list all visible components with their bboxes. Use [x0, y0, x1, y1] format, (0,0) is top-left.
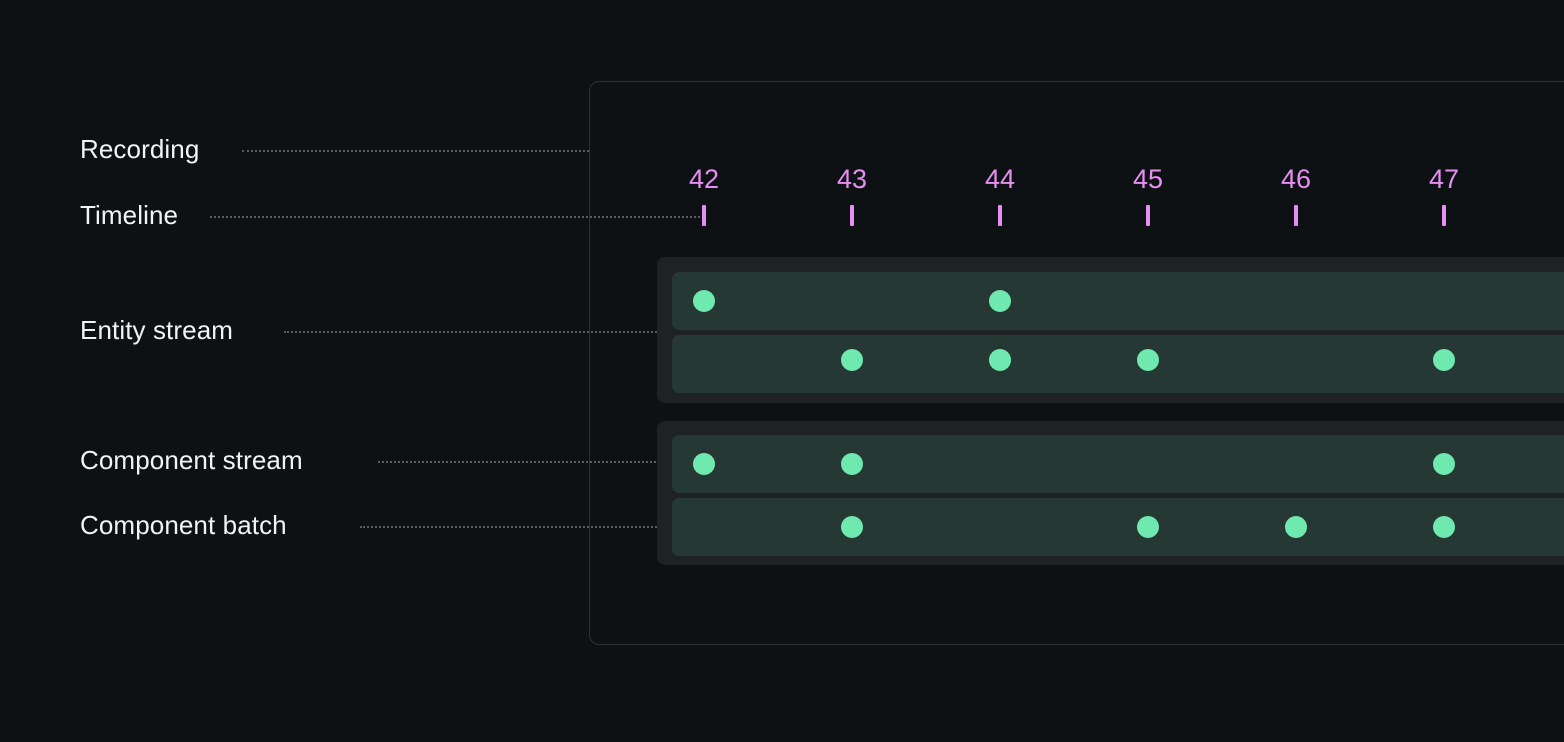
tick-label-43: 43 [836, 164, 868, 194]
event-dot-entity-stream-1-47[interactable] [1433, 349, 1455, 371]
event-dot-component-batch-47[interactable] [1433, 516, 1455, 538]
event-dot-component-batch-43[interactable] [841, 516, 863, 538]
tick-mark-46 [1294, 205, 1298, 226]
leader-line-recording [242, 150, 589, 152]
label-component-batch: Component batch [80, 510, 287, 540]
event-dot-entity-stream-0-42[interactable] [693, 290, 715, 312]
label-recording: Recording [80, 134, 200, 164]
event-dot-component-stream-47[interactable] [1433, 453, 1455, 475]
label-entity-stream: Entity stream [80, 315, 234, 345]
event-dot-component-batch-45[interactable] [1137, 516, 1159, 538]
tick-mark-42 [702, 205, 706, 226]
tick-label-42: 42 [688, 164, 720, 194]
tick-label-45: 45 [1132, 164, 1164, 194]
event-dot-entity-stream-1-43[interactable] [841, 349, 863, 371]
tick-label-46: 46 [1280, 164, 1312, 194]
timeline-panel [589, 81, 1564, 645]
event-dot-component-batch-46[interactable] [1285, 516, 1307, 538]
tick-mark-44 [998, 205, 1002, 226]
tick-label-44: 44 [984, 164, 1016, 194]
label-component-stream: Component stream [80, 445, 303, 475]
leader-line-timeline [210, 216, 704, 218]
track-entity-stream-1[interactable] [672, 335, 1564, 393]
event-dot-component-stream-43[interactable] [841, 453, 863, 475]
track-group-component [657, 421, 1564, 565]
tick-mark-43 [850, 205, 854, 226]
track-component-batch[interactable] [672, 498, 1564, 556]
track-group-entity-stream [657, 257, 1564, 403]
event-dot-entity-stream-1-44[interactable] [989, 349, 1011, 371]
event-dot-component-stream-42[interactable] [693, 453, 715, 475]
tick-mark-47 [1442, 205, 1446, 226]
tick-mark-45 [1146, 205, 1150, 226]
leader-line-component-stream [378, 461, 704, 463]
event-dot-entity-stream-0-44[interactable] [989, 290, 1011, 312]
leader-line-entity-stream [284, 331, 704, 333]
event-dot-entity-stream-1-45[interactable] [1137, 349, 1159, 371]
track-component-stream[interactable] [672, 435, 1564, 493]
leader-line-component-batch [360, 526, 852, 528]
tick-label-47: 47 [1428, 164, 1460, 194]
track-entity-stream-0[interactable] [672, 272, 1564, 330]
label-timeline: Timeline [80, 200, 179, 230]
